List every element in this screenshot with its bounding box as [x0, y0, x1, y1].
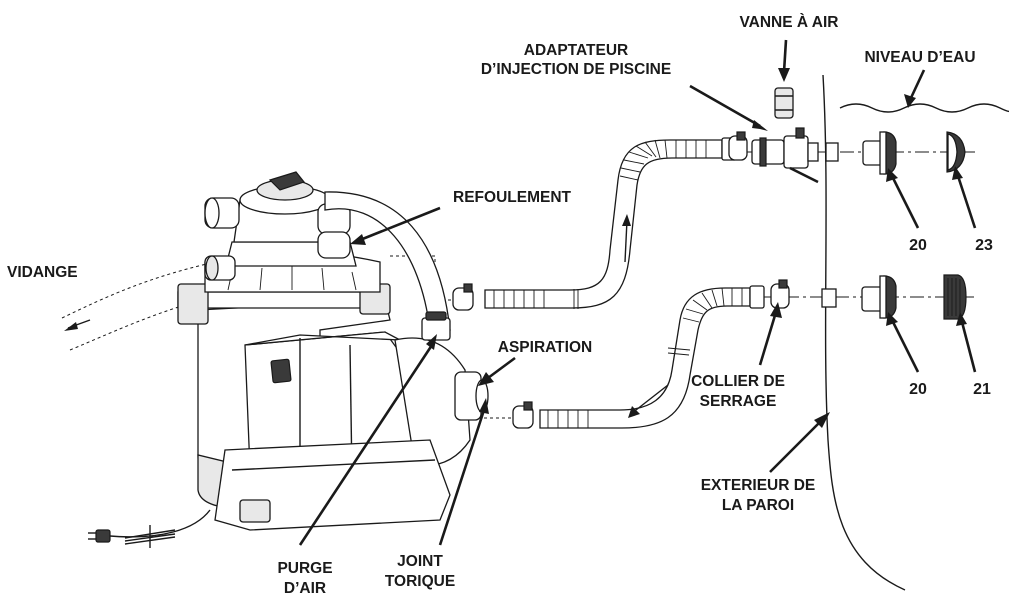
label-air-purge-1: PURGE [277, 560, 332, 577]
label-air-purge-2: D’AIR [284, 580, 326, 597]
wall-exterior-arrow [769, 419, 823, 473]
label-hose-clamp-2: SERRAGE [700, 393, 777, 410]
part-23-arrow [956, 175, 977, 229]
label-wall-exterior-2: LA PAROI [722, 497, 794, 514]
part-21-arrow [960, 321, 977, 373]
part-20-lower-arrow [890, 319, 920, 373]
outlet-arrow [359, 206, 441, 242]
air-valve-arrow [782, 39, 788, 73]
suction-hose [539, 285, 765, 429]
lower-wall-fitting [821, 275, 897, 319]
label-wall-exterior-1: EXTERIEUR DE [701, 477, 816, 494]
water-level-arrow [908, 69, 926, 101]
return-nozzle [946, 131, 966, 173]
power-cord [88, 509, 211, 548]
water-surface [839, 103, 1009, 113]
upper-wall-fitting [825, 131, 897, 175]
part-number-20-lower: 20 [909, 381, 927, 398]
air-purge-arrow [298, 344, 434, 546]
label-o-ring-2: TORIQUE [385, 573, 455, 590]
pool-wall [822, 74, 906, 591]
label-hose-clamp-1: COLLIER DE [691, 373, 785, 390]
injection-adapter [751, 127, 819, 184]
return-flow-arrow [624, 219, 628, 263]
air-valve [774, 87, 794, 119]
part-number-21: 21 [973, 381, 991, 398]
label-air-valve: VANNE À AIR [739, 14, 838, 31]
label-suction: ASPIRATION [498, 339, 592, 356]
part-20-upper-arrow [890, 175, 920, 229]
hose-clamp-upper-left [452, 283, 474, 311]
suction-flow-arrow [635, 384, 669, 411]
return-hose [484, 137, 737, 309]
o-ring-arrow [438, 409, 486, 546]
suction-arrow [487, 356, 516, 380]
hose-clamp-lower-right [770, 279, 790, 309]
label-injection-adapter-2: D’INJECTION DE PISCINE [481, 61, 671, 78]
hose-clamp-upper-right [728, 131, 748, 161]
label-water-level: NIVEAU D’EAU [864, 49, 975, 66]
part-number-23: 23 [975, 237, 993, 254]
injection-adapter-arrow [689, 84, 761, 128]
strainer-grid [943, 274, 967, 320]
label-injection-adapter-1: ADAPTATEUR [524, 42, 628, 59]
pump-base [214, 439, 451, 531]
label-o-ring-1: JOINT [397, 553, 443, 570]
hose-clamp-arrow [758, 311, 778, 366]
label-drain: VIDANGE [7, 264, 78, 281]
label-outlet: REFOULEMENT [453, 189, 572, 206]
hose-clamp-lower-left [512, 401, 534, 429]
part-number-20-upper: 20 [909, 237, 927, 254]
